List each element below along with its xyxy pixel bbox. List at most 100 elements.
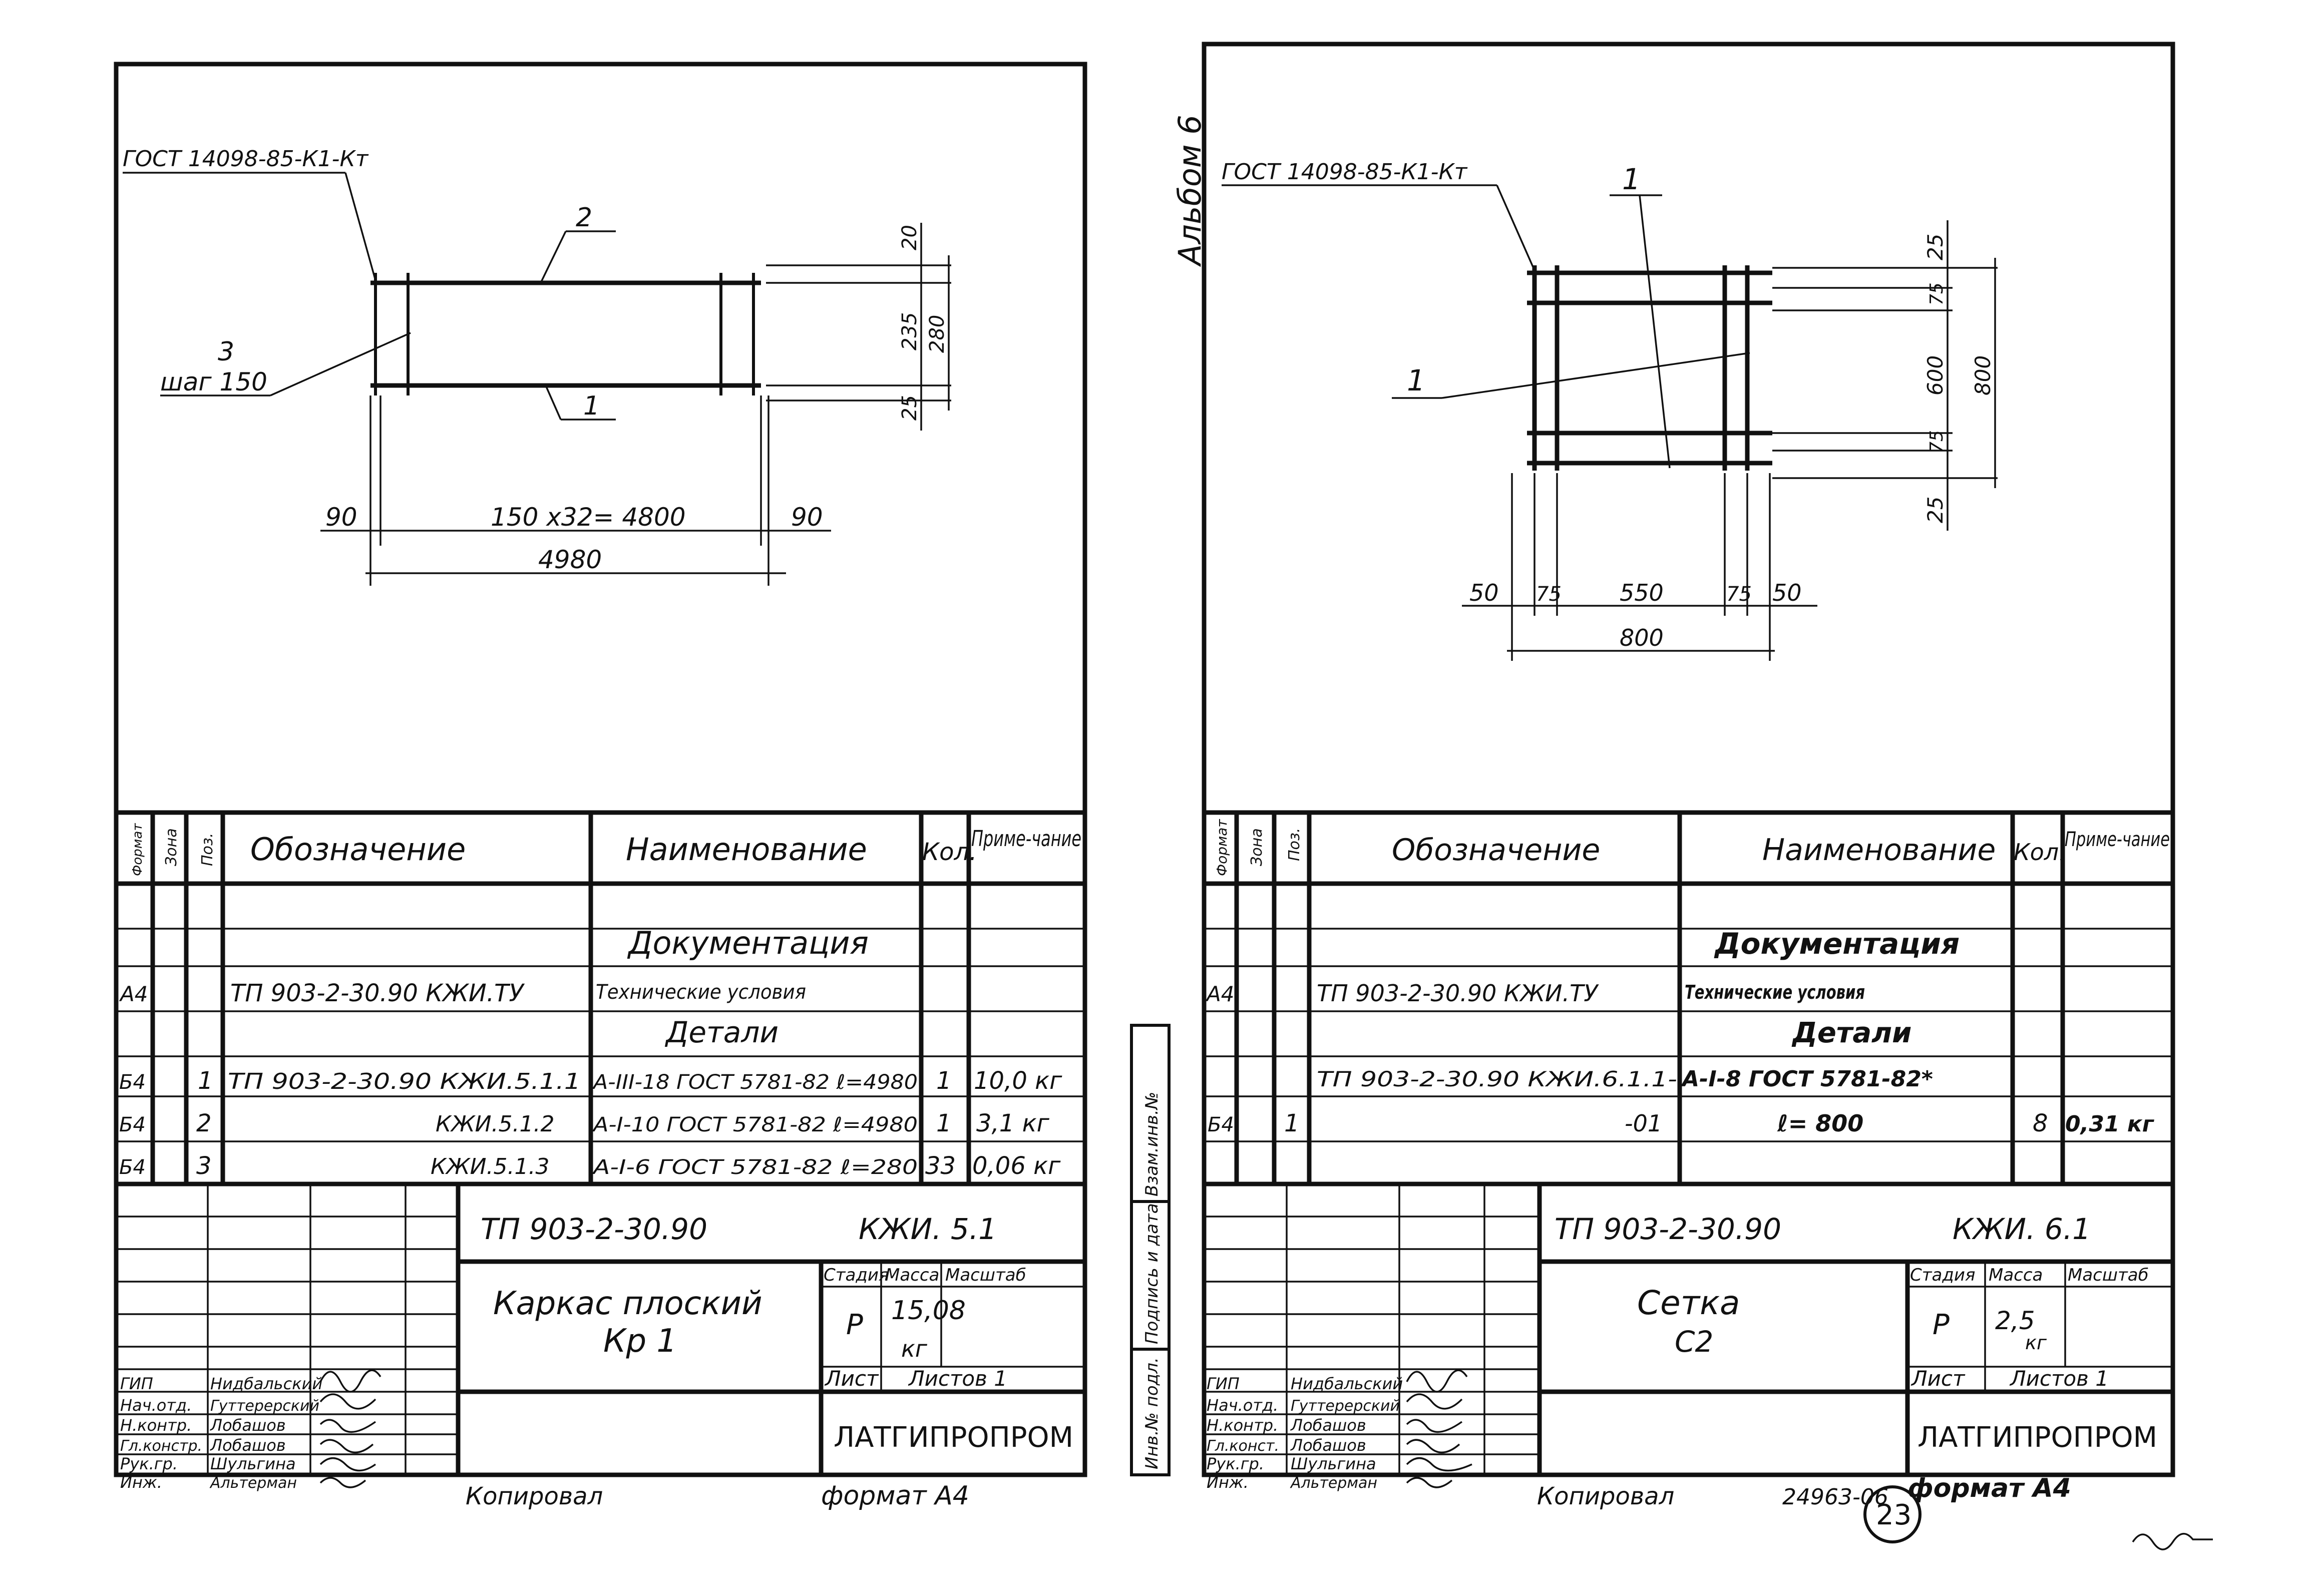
right-stamp-inv: Инв.№ подл. — [1142, 1357, 1162, 1469]
right-rowa-designation: ТП 903-2-30.90 КЖИ.6.1.1- — [1317, 1067, 1677, 1091]
left-row1-note: 10,0 кг — [974, 1067, 1062, 1095]
left-tb-name: Альтерман — [209, 1474, 297, 1492]
left-row2-pos: 2 — [196, 1109, 212, 1137]
left-tb-mass: 15,08 — [891, 1296, 966, 1326]
left-tb-mass-unit: кг — [901, 1335, 928, 1362]
right-dim-v-bottom: 25 — [1923, 497, 1948, 523]
right-spec-table: Формат Зона Поз. Обозначение Наименовани… — [1204, 810, 2173, 1186]
left-row1-qty: 1 — [936, 1067, 952, 1095]
left-tb-stage: Р — [846, 1309, 863, 1341]
left-spec-row: Б4 3 КЖИ.5.1.3 А-I-6 ГОСТ 5781-82 ℓ=280 … — [119, 1152, 1061, 1180]
left-dim-end-left: 90 — [325, 503, 357, 532]
left-spec-row: Б4 1 ТП 903-2-30.90 КЖИ.5.1.1 А-III-18 Г… — [119, 1067, 1062, 1095]
right-docs-designation: ТП 903-2-30.90 КЖИ.ТУ — [1317, 980, 1599, 1007]
right-stamp-signature: Подпись и дата — [1142, 1203, 1162, 1344]
left-col-qty: Кол. — [922, 838, 977, 866]
right-tb-name: Лобашов — [1290, 1436, 1366, 1455]
right-rowa-name: А-I-8 ГОСТ 5781-82* — [1681, 1066, 1933, 1092]
right-tb-title2: С2 — [1675, 1325, 1713, 1359]
left-dim-total-height: 280 — [926, 315, 949, 353]
left-row2-designation: КЖИ.5.1.2 — [436, 1111, 555, 1137]
left-row1-format: Б4 — [119, 1071, 146, 1094]
left-tb-role: ГИП — [120, 1374, 153, 1393]
right-rowb-name: ℓ= 800 — [1777, 1110, 1863, 1137]
right-signatures — [1406, 1369, 1472, 1488]
right-sheet-border — [1202, 42, 2175, 1477]
right-rowb-designation: -01 — [1625, 1110, 1662, 1137]
right-sheet: Альбом 6 — [1130, 42, 2213, 1550]
left-tb-sheet: Лист — [824, 1366, 879, 1391]
left-pos-link: 3 — [218, 337, 234, 367]
right-tb-name: Шульгина — [1291, 1454, 1376, 1473]
left-row3-name: А-I-6 ГОСТ 5781-82 ℓ=280 — [591, 1156, 918, 1179]
left-docs-name: Технические условия — [596, 981, 806, 1004]
left-tb-name: Нидбальский — [210, 1374, 322, 1393]
left-row1-name: А-III-18 ГОСТ 5781-82 ℓ=4980 — [592, 1071, 918, 1094]
right-spec-row: ТП 903-2-30.90 КЖИ.6.1.1- А-I-8 ГОСТ 578… — [1317, 1066, 1933, 1092]
left-col-designation: Обозначение — [250, 831, 466, 868]
left-tb-sheets: Листов 1 — [908, 1366, 1007, 1391]
left-dim-total-length: 4980 — [538, 545, 602, 574]
right-dim-h-d: 50 — [1772, 579, 1802, 606]
right-tb-code: КЖИ. 6.1 — [1953, 1212, 2091, 1246]
left-tb-role: Рук.гр. — [120, 1454, 178, 1473]
left-pos-bottom-bar: 1 — [583, 391, 600, 421]
left-drawing-labels: ГОСТ 14098-85-К1-Кт 2 1 3 шаг 150 20 235… — [123, 146, 949, 574]
right-dim-h-a: 50 — [1469, 579, 1499, 606]
left-title-block: ТП 903-2-30.90 КЖИ. 5.1 Каркас плоский К… — [116, 1184, 1085, 1492]
left-row2-note: 3,1 кг — [976, 1109, 1050, 1137]
left-tb-scale-header: Масштаб — [945, 1265, 1026, 1285]
left-tb-role: Инж. — [120, 1473, 162, 1492]
left-tb-role: Гл.констр. — [120, 1437, 202, 1455]
right-tb-role: Нач.отд. — [1207, 1396, 1278, 1415]
right-dim-v-total: 800 — [1971, 355, 1995, 395]
right-tb-name: Нидбальский — [1291, 1374, 1403, 1393]
right-tb-title1: Сетка — [1637, 1284, 1740, 1322]
right-page-number: 23 — [1876, 1499, 1911, 1531]
right-tb-name: Лобашов — [1290, 1416, 1366, 1435]
right-title-block: ТП 903-2-30.90 КЖИ. 6.1 Сетка С2 Стадия … — [1204, 1184, 2173, 1492]
left-col-format: Формат — [130, 823, 145, 876]
right-drawing-labels: ГОСТ 14098-85-К1-Кт 1 1 25 75 600 75 25 … — [1222, 159, 1995, 651]
left-row1-pos: 1 — [198, 1067, 213, 1095]
left-spec-row: Б4 2 КЖИ.5.1.2 А-I-10 ГОСТ 5781-82 ℓ=498… — [116, 1109, 1085, 1142]
right-dim-v-b: 75 — [1927, 430, 1947, 453]
left-pos-top-bar: 2 — [576, 203, 592, 233]
right-col-zone: Зона — [1248, 828, 1266, 866]
left-tb-name: Лобашов — [210, 1436, 286, 1455]
left-link-step: шаг 150 — [160, 367, 267, 396]
left-section-parts: Детали — [664, 1015, 779, 1049]
right-tb-role: Инж. — [1207, 1473, 1249, 1492]
left-dim-bottom-offset: 25 — [898, 395, 921, 421]
right-album-label: Альбом 6 — [1172, 115, 1208, 267]
right-docs-format: А4 — [1205, 982, 1234, 1006]
left-row3-pos: 3 — [196, 1152, 212, 1180]
right-tb-mass-unit: кг — [2025, 1332, 2047, 1354]
left-row2-qty: 1 — [936, 1109, 952, 1137]
right-rowb-note: 0,31 кг — [2065, 1111, 2155, 1137]
left-col-name: Наименование — [626, 831, 867, 868]
left-col-pos: Поз. — [199, 833, 216, 866]
right-tb-scale-header: Масштаб — [2068, 1265, 2149, 1285]
right-rowb-pos: 1 — [1284, 1109, 1300, 1137]
right-col-name: Наименование — [1762, 833, 1996, 868]
left-row2-name: А-I-10 ГОСТ 5781-82 ℓ=4980 — [592, 1113, 918, 1136]
right-col-note: Приме-чание — [2065, 828, 2170, 851]
left-row3-qty: 33 — [925, 1152, 956, 1180]
right-section-docs: Документация — [1714, 927, 1960, 961]
left-docs-designation: ТП 903-2-30.90 КЖИ.ТУ — [230, 979, 525, 1007]
right-stamp-replace: Взам.инв.№ — [1142, 1092, 1162, 1196]
right-pos-top: 1 — [1622, 162, 1641, 196]
left-frame-drawing — [123, 172, 951, 586]
right-tb-project: ТП 903-2-30.90 — [1555, 1212, 1781, 1246]
left-tb-code: КЖИ. 5.1 — [859, 1212, 997, 1246]
left-tb-mass-header: Масса — [885, 1265, 939, 1285]
left-section-docs: Документация — [627, 925, 869, 961]
left-sheet: ГОСТ 14098-85-К1-Кт 2 1 3 шаг 150 20 235… — [114, 62, 1087, 1511]
right-tb-stage-header: Стадия — [1910, 1265, 1975, 1285]
left-row2-format: Б4 — [119, 1113, 146, 1136]
right-col-designation: Обозначение — [1392, 833, 1600, 868]
left-row1-designation: ТП 903-2-30.90 КЖИ.5.1.1 — [228, 1069, 581, 1094]
right-dim-v-mid: 600 — [1923, 355, 1948, 395]
